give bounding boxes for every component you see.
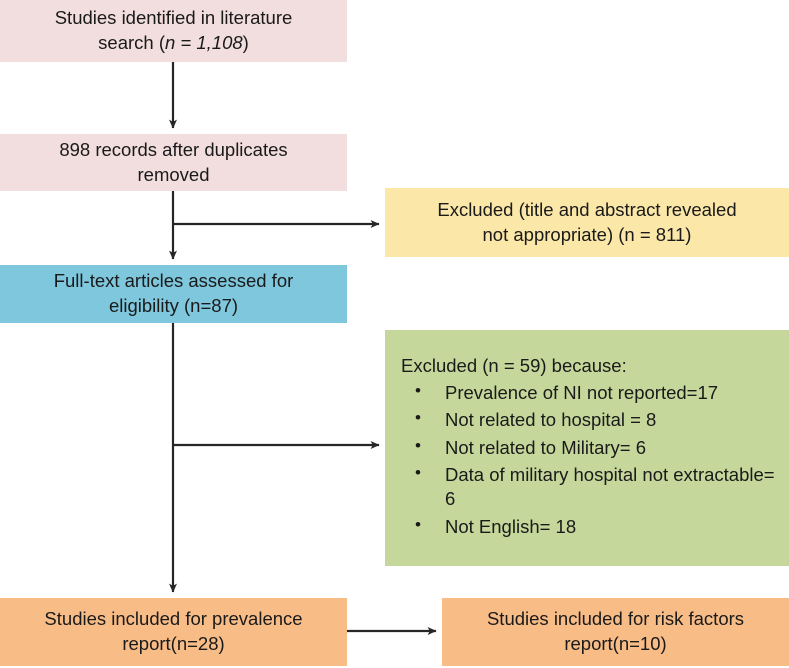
box-fulltext-assessed-line2: eligibility (n=87)	[108, 295, 239, 316]
bullet-icon: •	[415, 514, 421, 534]
excluded-fulltext-reason-list: • Prevalence of NI not reported=17 • Not…	[401, 381, 779, 542]
box-studies-identified-line2: search (n = 1,108)	[98, 31, 249, 56]
list-item-label: Prevalence of NI not reported=17	[445, 381, 719, 403]
box-excluded-title-abstract-line1: Excluded (title and abstract revealed	[437, 198, 737, 220]
list-item: • Data of military hospital not extracta…	[401, 463, 779, 512]
list-item-label: Data of military hospital not extractabl…	[445, 463, 775, 510]
identified-count-prefix: search (	[98, 32, 165, 53]
identified-count-suffix: )	[242, 32, 249, 53]
bullet-icon: •	[415, 462, 421, 482]
list-item-label: Not related to hospital = 8	[445, 409, 657, 431]
box-records-after-duplicates: 898 records after duplicates removed	[0, 134, 347, 191]
list-item: • Not English= 18	[401, 515, 779, 539]
box-included-prevalence-line2: report(n=28)	[122, 633, 225, 654]
box-included-risk-factors-line1: Studies included for risk factors	[486, 608, 745, 630]
bullet-icon: •	[415, 435, 421, 455]
bullet-icon: •	[415, 408, 421, 428]
list-item-label: Not related to Military= 6	[445, 436, 647, 458]
box-records-after-duplicates-line1: 898 records after duplicates	[59, 138, 288, 160]
box-included-prevalence-line1: Studies included for prevalence	[44, 608, 303, 630]
box-records-after-duplicates-line2: removed	[137, 163, 210, 185]
box-studies-identified-line1: Studies identified in literature	[54, 7, 293, 29]
box-excluded-title-abstract: Excluded (title and abstract revealed no…	[385, 188, 789, 257]
box-studies-identified: Studies identified in literature search …	[0, 0, 347, 62]
identified-count-value: n = 1,108	[164, 32, 243, 53]
box-included-prevalence: Studies included for prevalence report(n…	[0, 598, 347, 666]
bullet-icon: •	[415, 380, 421, 400]
list-item: • Not related to Military= 6	[401, 436, 779, 460]
box-included-risk-factors: Studies included for risk factors report…	[442, 598, 789, 666]
box-excluded-fulltext-heading: Excluded (n = 59) because:	[401, 354, 627, 376]
box-excluded-title-abstract-line2: not appropriate) (n = 811)	[482, 223, 692, 245]
box-included-risk-factors-line2: report(n=10)	[564, 633, 667, 654]
box-fulltext-assessed: Full-text articles assessed for eligibil…	[0, 265, 347, 323]
list-item: • Prevalence of NI not reported=17	[401, 381, 779, 405]
list-item: • Not related to hospital = 8	[401, 408, 779, 432]
box-excluded-fulltext: Excluded (n = 59) because: • Prevalence …	[385, 330, 789, 566]
list-item-label: Not English= 18	[445, 515, 577, 537]
box-fulltext-assessed-line1: Full-text articles assessed for	[53, 270, 294, 292]
